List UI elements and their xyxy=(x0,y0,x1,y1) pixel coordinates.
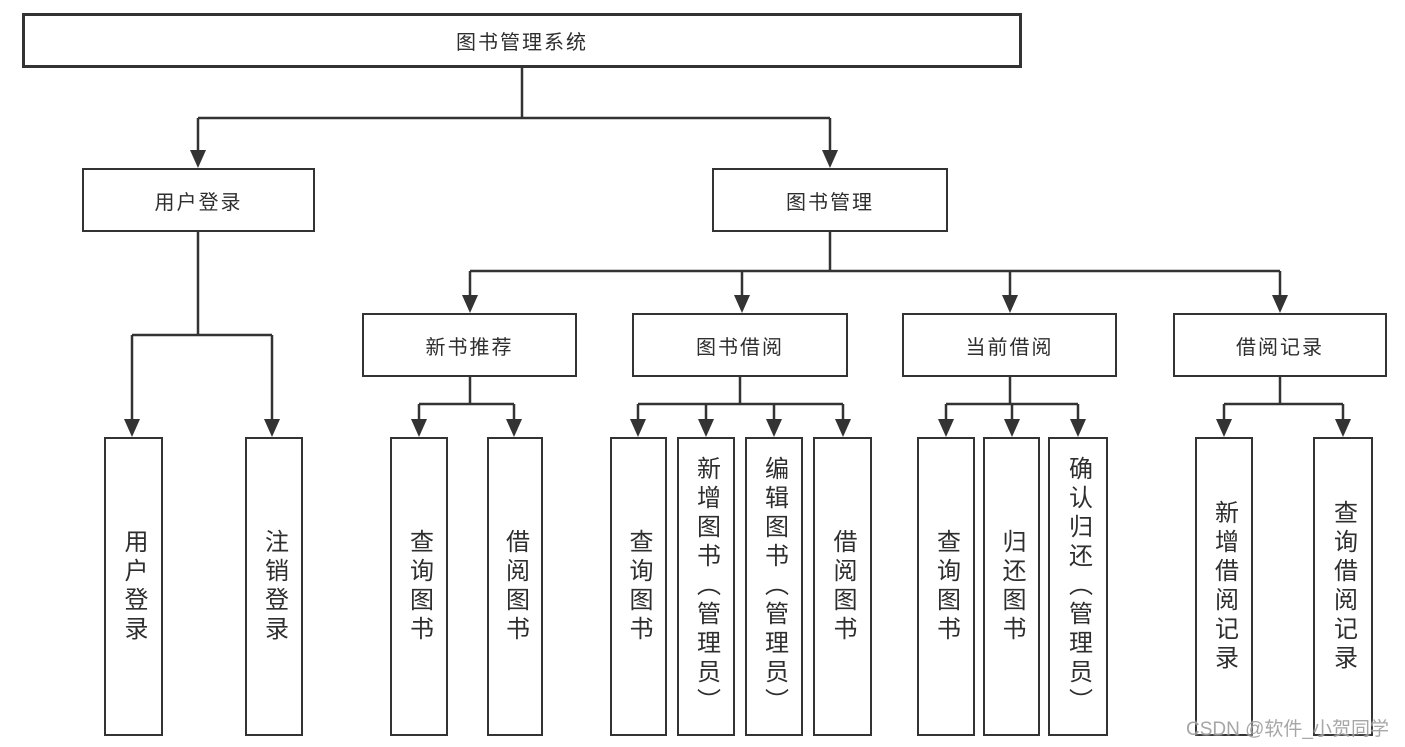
leaf-edit-book-admin: 编辑图书（管理员） xyxy=(745,437,803,736)
watermark: CSDN @软件_小贺同学 xyxy=(1186,719,1389,740)
leaf-confirm-return-admin: 确认归还（管理员） xyxy=(1048,437,1108,736)
leaf-borrow-books-recommend: 借阅图书 xyxy=(487,437,543,736)
leaf-return-book: 归还图书 xyxy=(983,437,1040,736)
leaf-logout: 注销登录 xyxy=(245,437,303,736)
leaf-query-books-recommend: 查询图书 xyxy=(390,437,448,736)
leaf-query-borrow-record: 查询借阅记录 xyxy=(1313,437,1373,736)
node-book-management: 图书管理 xyxy=(712,168,948,232)
node-borrowing-records: 借阅记录 xyxy=(1173,313,1387,377)
leaf-add-borrow-record: 新增借阅记录 xyxy=(1195,437,1253,736)
node-new-book-recommendation: 新书推荐 xyxy=(362,313,577,377)
node-book-borrowing: 图书借阅 xyxy=(632,313,848,377)
leaf-query-books-borrow: 查询图书 xyxy=(610,437,667,736)
leaf-borrow-books: 借阅图书 xyxy=(813,437,872,736)
node-user-login: 用户登录 xyxy=(82,168,315,232)
node-library-management-system: 图书管理系统 xyxy=(22,13,1022,68)
leaf-add-book-admin: 新增图书（管理员） xyxy=(677,437,735,736)
leaf-user-login: 用户登录 xyxy=(104,437,163,736)
node-current-borrowing: 当前借阅 xyxy=(902,313,1117,377)
leaf-query-books-current: 查询图书 xyxy=(917,437,975,736)
